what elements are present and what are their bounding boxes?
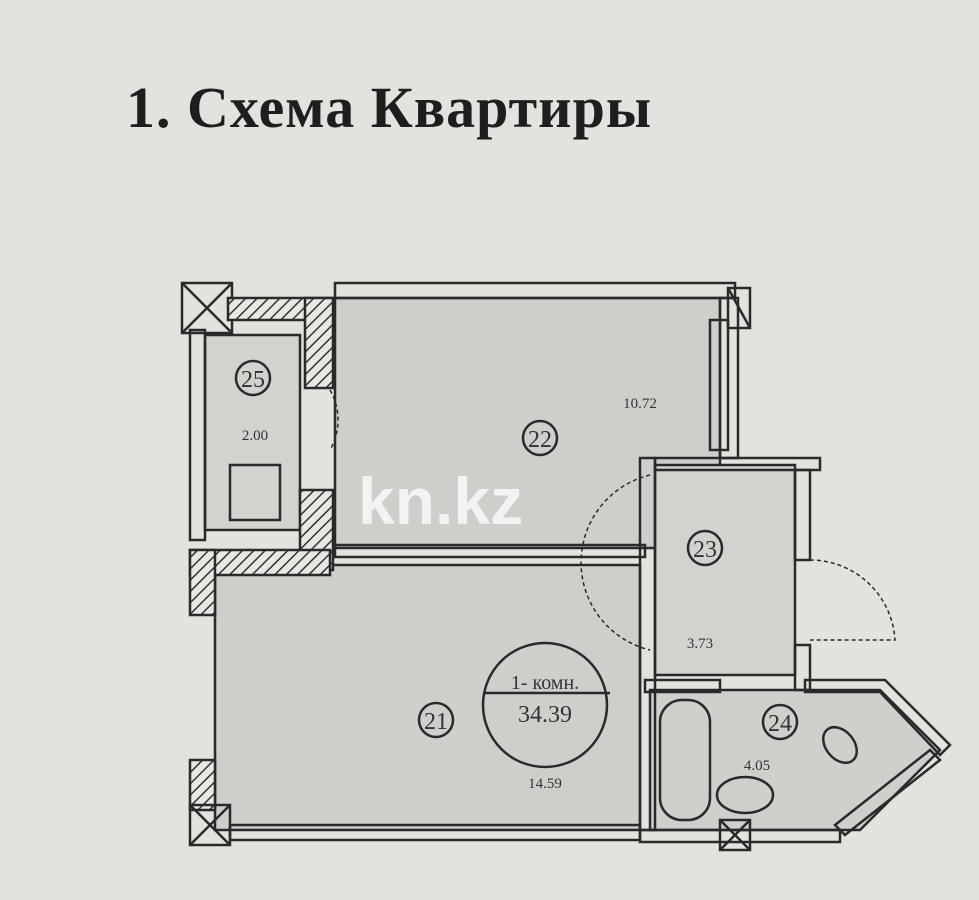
room-25-floor <box>203 333 302 532</box>
total-area: 34.39 <box>518 702 572 728</box>
room-24-area: 4.05 <box>744 758 770 774</box>
room-23-floor <box>653 463 797 677</box>
room-24-number: 24 <box>768 711 792 737</box>
page-title: 1. Схема Квартиры <box>126 75 653 140</box>
room-22-number: 22 <box>528 427 552 453</box>
room-21-number: 21 <box>424 709 448 735</box>
toilet-icon <box>822 725 858 765</box>
room-25-number: 25 <box>241 367 265 393</box>
room-23-area: 3.73 <box>687 636 713 652</box>
room-21-floor <box>213 563 642 832</box>
rooms-count-label: 1- комн. <box>511 672 579 694</box>
appliance-icon <box>228 463 282 522</box>
room-25-area: 2.00 <box>242 428 268 444</box>
room-21-area: 14.59 <box>528 776 562 792</box>
watermark: kn.kz <box>358 464 524 538</box>
room-23-number: 23 <box>693 537 717 563</box>
sink-icon <box>715 775 775 815</box>
room-22-area: 10.72 <box>623 396 657 412</box>
